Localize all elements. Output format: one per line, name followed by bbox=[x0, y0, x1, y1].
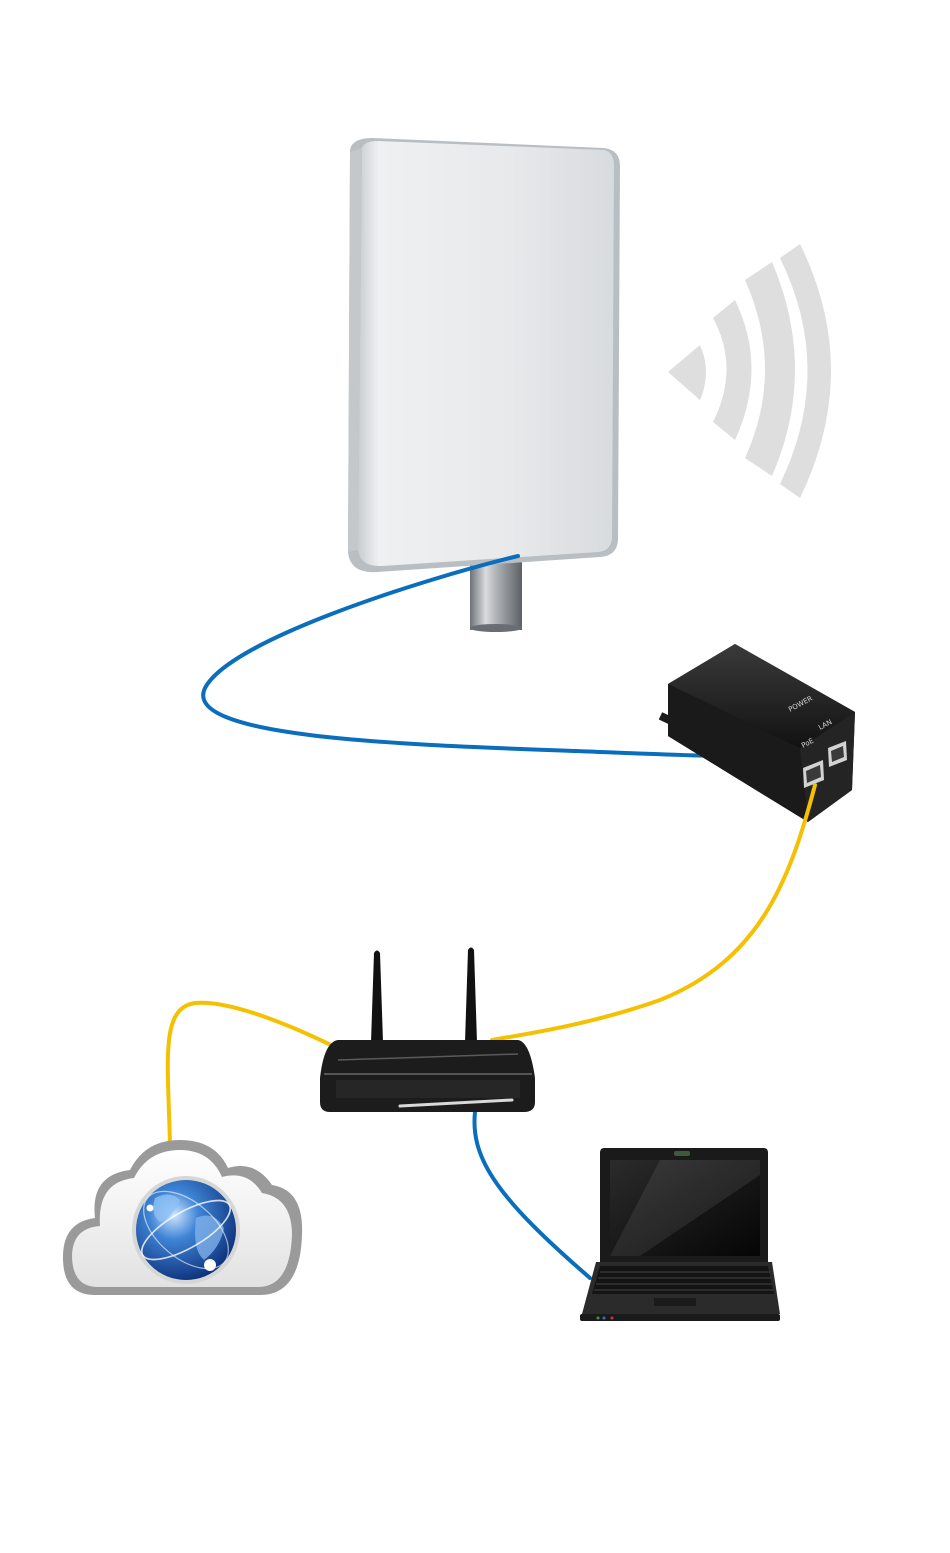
wireless-router bbox=[320, 948, 535, 1113]
outdoor-antenna bbox=[348, 138, 620, 572]
router-antenna-right bbox=[465, 948, 477, 1043]
wifi-signal-icon bbox=[668, 244, 831, 498]
antenna-pole bbox=[470, 558, 522, 630]
ethernet-cable-router-internet bbox=[168, 1003, 335, 1145]
laptop bbox=[580, 1148, 780, 1321]
internet-cloud bbox=[63, 1140, 302, 1295]
poe-injector: POWER LAN PoE bbox=[659, 644, 855, 822]
ethernet-cable-poe-router bbox=[492, 785, 815, 1040]
webcam-icon bbox=[674, 1151, 690, 1156]
router-antenna-left bbox=[371, 951, 383, 1043]
ethernet-cable-router-laptop bbox=[474, 1112, 590, 1278]
